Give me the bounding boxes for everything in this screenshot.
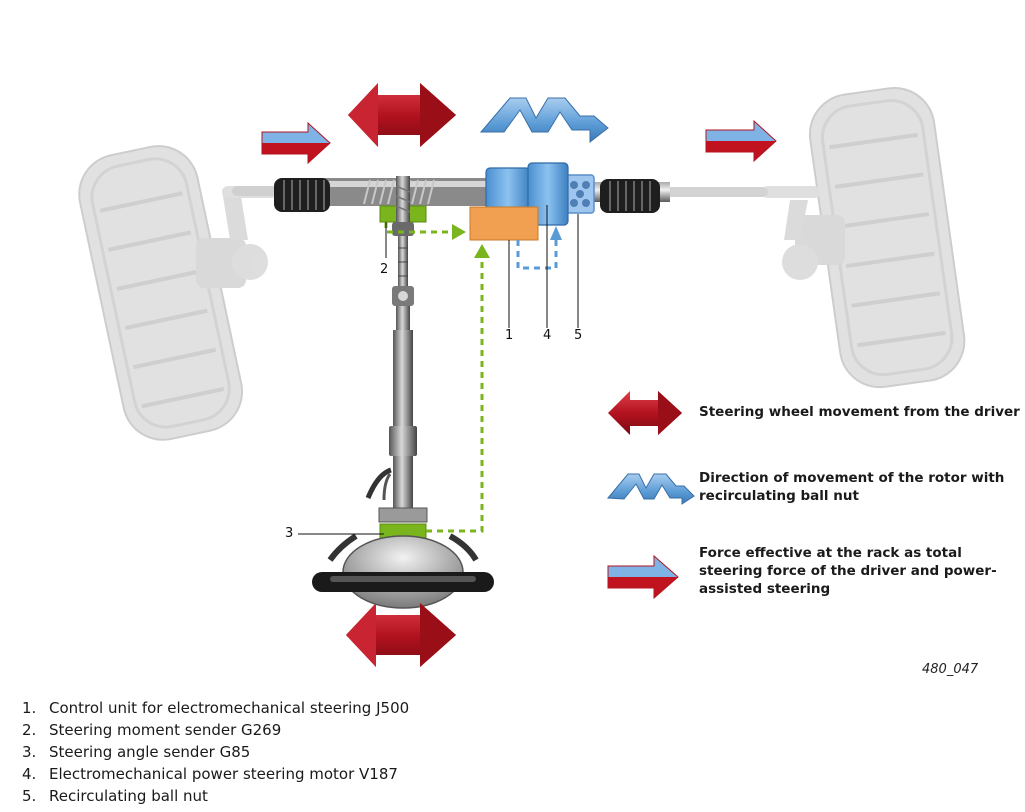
legend-steering-wheel-movement-text: Steering wheel movement from the driver <box>699 404 1020 420</box>
parts-list-item: 5. Recirculating ball nut <box>22 785 409 807</box>
red-arrow-bottom <box>346 603 456 667</box>
control-unit <box>469 206 539 241</box>
parts-list-number: 5. <box>22 787 37 805</box>
legend-rotor-direction-line2: recirculating ball nut <box>699 488 859 504</box>
recirculating-ball-nut <box>565 174 595 214</box>
parts-list-item: 3. Steering angle sender G85 <box>22 741 409 763</box>
parts-list-label: Recirculating ball nut <box>49 787 208 805</box>
force-arrow-left <box>261 121 331 165</box>
callout-2: 2 <box>380 262 389 277</box>
left-wheel <box>78 145 278 441</box>
parts-list-label: Electromechanical power steering motor V… <box>49 765 398 783</box>
left-bellows <box>274 178 330 212</box>
legend-rack-force-line3: assisted steering <box>699 581 831 597</box>
figure-id: 480_047 <box>922 662 979 677</box>
rotor-arrow-top <box>479 97 609 144</box>
legend-rotor-direction: Direction of movement of the rotor with … <box>699 469 1004 505</box>
callout-4: 4 <box>543 328 552 343</box>
parts-list-number: 1. <box>22 699 37 717</box>
legend-steering-wheel-movement: Steering wheel movement from the driver <box>699 403 1020 421</box>
callout-leaders <box>298 205 579 535</box>
legend-red-arrow-icon <box>608 391 682 435</box>
parts-list-label: Steering moment sender G269 <box>49 721 282 739</box>
callout-1: 1 <box>505 328 514 343</box>
legend-force-arrow-icon <box>607 554 679 600</box>
legend-rotor-direction-line1: Direction of movement of the rotor with <box>699 470 1005 486</box>
signal-arrowhead-right <box>452 224 466 240</box>
right-bellows <box>600 179 660 213</box>
callout-3: 3 <box>285 526 294 541</box>
motor-feedback-line <box>516 240 558 270</box>
legend-rotor-arrow-icon <box>606 473 695 505</box>
right-tie-rod <box>658 187 768 197</box>
legend-rack-force-line1: Force effective at the rack as total <box>699 545 962 561</box>
parts-list-number: 4. <box>22 765 37 783</box>
force-arrow-right <box>705 119 777 163</box>
steering-column <box>365 330 428 523</box>
angle-sender-signal-line <box>426 256 484 533</box>
left-tie-rod <box>232 186 277 196</box>
parts-list-number: 2. <box>22 721 37 739</box>
parts-list-item: 1. Control unit for electromechanical ste… <box>22 697 409 719</box>
pinion-shaft <box>392 176 414 330</box>
legend-rack-force: Force effective at the rack as total ste… <box>699 544 997 598</box>
parts-list-item: 4. Electromechanical power steering motor… <box>22 763 409 785</box>
parts-list-number: 3. <box>22 743 37 761</box>
legend-rack-force-line2: steering force of the driver and power- <box>699 563 997 579</box>
steering-wheel <box>312 533 494 609</box>
red-arrow-top <box>348 83 456 147</box>
parts-list-label: Steering angle sender G85 <box>49 743 251 761</box>
signal-arrowhead-up <box>474 244 490 258</box>
callout-5: 5 <box>574 328 583 343</box>
right-wheel <box>762 87 966 389</box>
parts-list-label: Control unit for electromechanical steer… <box>49 699 410 717</box>
parts-list-item: 2. Steering moment sender G269 <box>22 719 409 741</box>
parts-list: 1. Control unit for electromechanical ste… <box>22 697 409 807</box>
feedback-arrowhead-up <box>550 226 562 240</box>
